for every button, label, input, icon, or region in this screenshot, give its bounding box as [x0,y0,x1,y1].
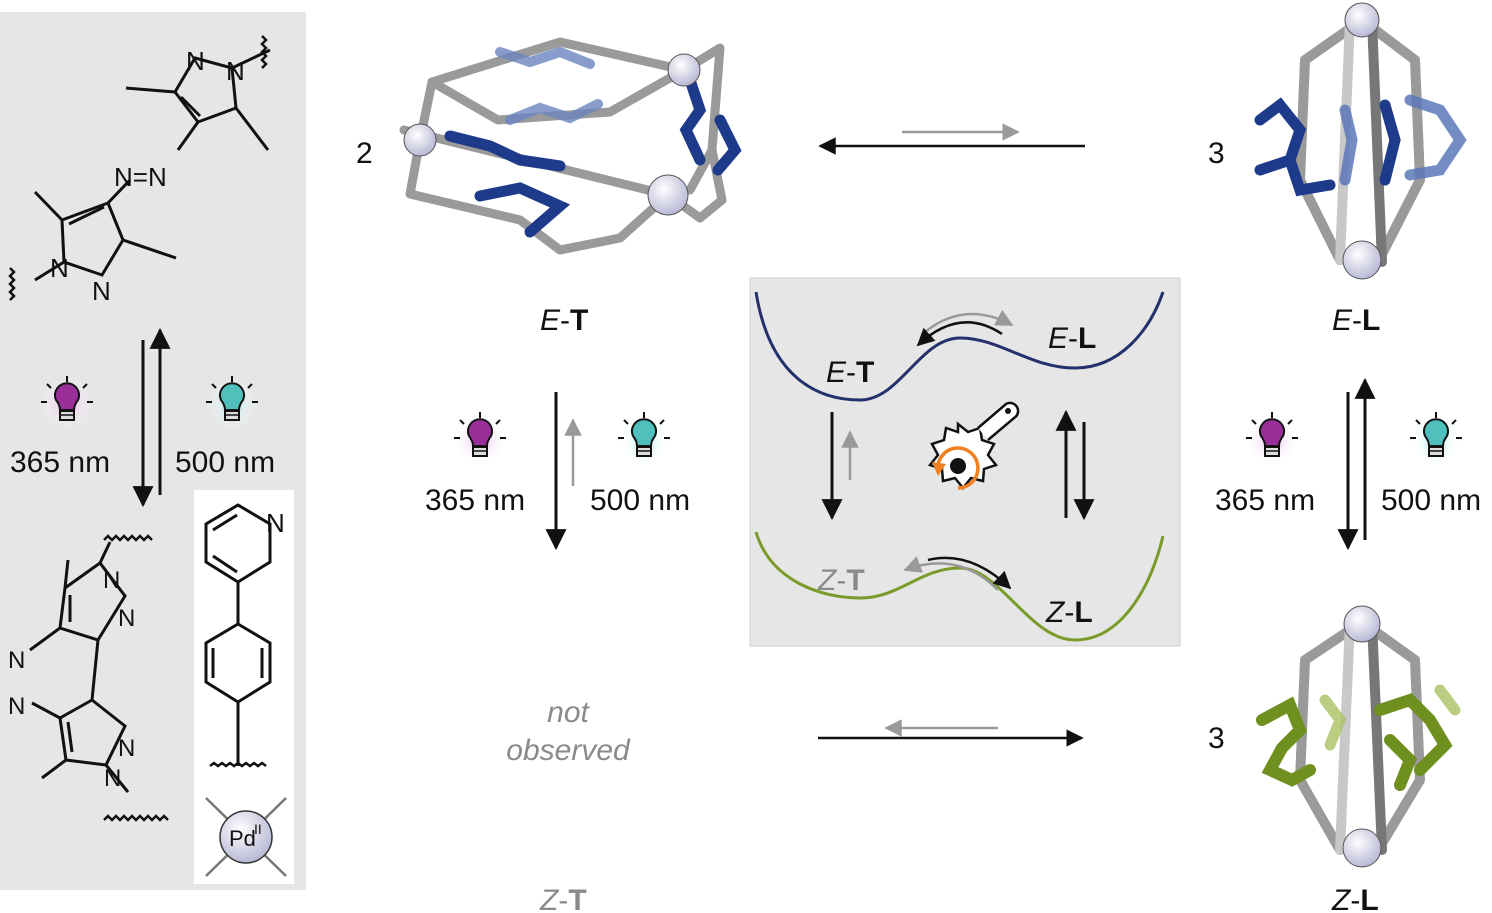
stoich-coefficient-zl: 3 [1208,722,1225,755]
atom-n: N [8,647,25,674]
atom-n: N [103,567,120,594]
energy-label-et: E-T [826,356,874,389]
vis-wavelength-label: 500 nm [1381,484,1481,517]
atom-n: N [186,46,205,76]
e-t-cage-model [399,37,742,255]
uv-bulb-icon [453,411,507,467]
atom-n: N [50,253,69,283]
pd-label: Pd [229,826,256,851]
atom-n: N [104,765,121,792]
azo-label: N=N [114,162,167,192]
uv-bulb-icon [1245,411,1299,467]
atom-n: N [118,605,135,632]
atom-n: N [8,693,25,720]
atom-n: N [226,56,245,86]
vis-bulb-icon [617,411,671,467]
pd-sphere-icon [205,797,287,877]
vis-bulb-icon [1409,411,1463,467]
cage-label-zt: Z-T [539,884,587,913]
stoich-coefficient-el: 3 [1208,137,1225,170]
energy-label-zt: Z-T [817,564,865,597]
z-ligand-structure [29,534,169,822]
vis-wavelength-label: 500 nm [175,446,275,479]
atom-n: N [92,276,111,306]
energy-label-zl: Z-L [1045,596,1093,629]
cage-label-et: E-T [540,304,588,337]
energy-landscape-panel [749,277,1181,647]
pd-oxidation-label: II [254,821,262,837]
cage-label-el: E-L [1332,304,1380,337]
upper-energy-curve [754,291,1165,402]
uv-wavelength-label: 365 nm [425,484,525,517]
atom-n: N [118,735,135,762]
z-l-cage-model [1256,605,1461,868]
e-ligand-structure [8,35,271,301]
energy-label-el: E-L [1048,322,1096,355]
pyridyl-phenyl-linker [204,503,272,768]
ligand-panel: N N N=N N N 365 nm 500 nm N N N [0,12,306,890]
not-observed-text: not [547,696,590,729]
pyridine-n: N [266,508,285,538]
vis-wavelength-label: 500 nm [590,484,690,517]
ratchet-saw-icon [927,401,1020,491]
stoich-coefficient-et: 2 [356,137,373,170]
not-observed-text: observed [506,734,631,767]
uv-wavelength-label: 365 nm [1215,484,1315,517]
e-l-cage-model [1254,2,1467,280]
uv-wavelength-label: 365 nm [10,446,110,479]
cage-label-zl: Z-L [1331,884,1379,913]
